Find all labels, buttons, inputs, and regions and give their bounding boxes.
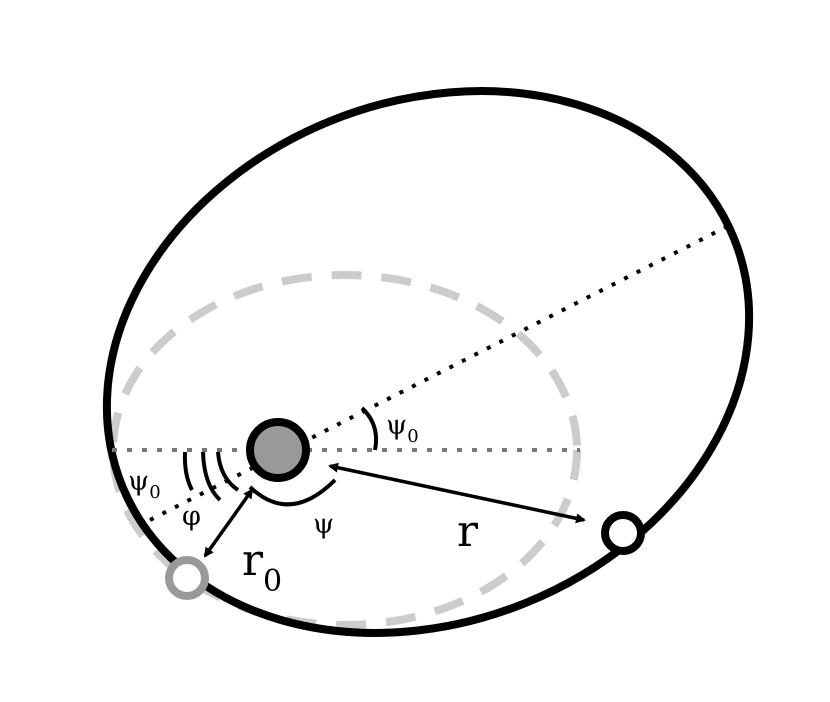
psi0-angle-arc-left — [182, 451, 194, 491]
r-label: r — [457, 506, 479, 557]
apsis-line — [149, 222, 733, 522]
psi0-label-right: ψ0 — [386, 410, 419, 447]
psi0-angle-arc-right — [360, 406, 379, 451]
r-arrow — [328, 462, 586, 524]
psi-label: ψ — [313, 509, 334, 540]
central-body — [246, 418, 310, 482]
phi-label: φ — [182, 501, 201, 532]
start-point — [165, 556, 209, 600]
phi-angle-arc-2 — [216, 451, 240, 492]
psi-angle-arc — [248, 478, 337, 507]
end-point — [601, 511, 645, 555]
r0-arrow — [203, 488, 254, 558]
elliptical-orbit — [102, 87, 754, 637]
r0-label: r0 — [242, 535, 282, 599]
psi0-label-left: ψ0 — [128, 466, 161, 503]
